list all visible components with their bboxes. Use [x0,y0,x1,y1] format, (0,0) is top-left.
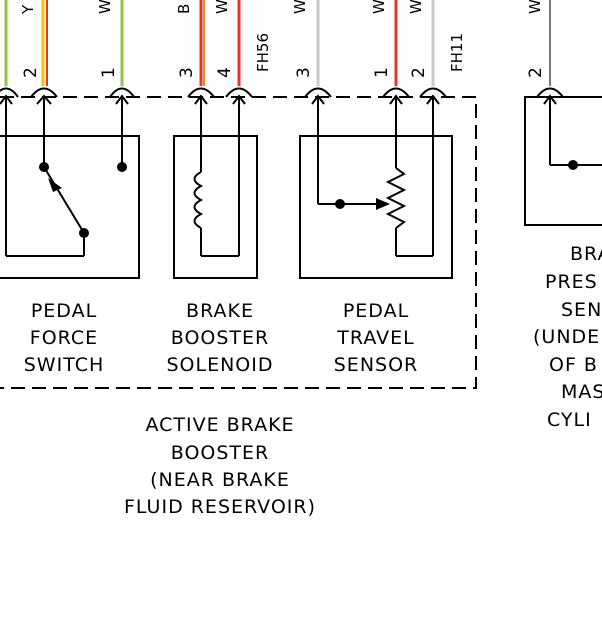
pedal-travel-sensor-symbol [299,97,453,279]
svg-text:FORCE: FORCE [30,327,98,349]
wire-labels: Y W B W FH56 W W W FH11 W [19,0,544,72]
svg-text:BRA: BRA [570,243,602,265]
svg-text:PRES: PRES [545,271,598,293]
wire-label-6: W [291,0,309,14]
svg-text:TRAVEL: TRAVEL [336,327,414,349]
svg-text:ACTIVE BRAKE: ACTIVE BRAKE [145,414,294,436]
svg-text:OF B: OF B [549,354,598,376]
resistor-icon [385,167,407,229]
brake-pressure-sensor-symbol [524,96,602,226]
svg-text:SEN: SEN [561,299,602,321]
svg-text:FLUID RESERVOIR): FLUID RESERVOIR) [124,496,316,518]
pressure-sensor-box [524,96,602,226]
svg-text:SWITCH: SWITCH [24,354,105,376]
terminal-arrow [115,94,129,105]
terminal-arch [30,87,58,98]
terminal-arch [0,87,19,98]
brake-booster-solenoid-label: BRAKE BOOSTER SOLENOID [166,300,273,376]
wire-label-8: W [407,0,425,14]
svg-text:(UNDE: (UNDE [533,326,600,348]
coil-icon [193,171,204,229]
wiper-arrow-icon [376,198,390,210]
svg-text:PEDAL: PEDAL [31,300,97,322]
wire-label-1: Y [19,4,37,15]
svg-text:(NEAR BRAKE: (NEAR BRAKE [150,469,290,491]
terminal-arch [187,87,215,98]
pin-number-1: 2 [21,67,41,78]
pedal-force-switch-box [0,135,140,279]
svg-text:PEDAL: PEDAL [343,300,409,322]
pin-number-6: 1 [372,67,392,78]
pin-number-4: 4 [215,67,235,78]
pressure-junction [568,160,578,170]
travel-sensor-box [299,135,453,279]
wire-stubs [4,0,551,86]
svg-text:BOOSTER: BOOSTER [171,327,269,349]
terminal-arch [109,87,135,98]
terminal-arch [225,87,253,98]
terminal-arrow [389,94,403,105]
terminal-arch [304,87,332,98]
svg-text:SOLENOID: SOLENOID [166,354,273,376]
terminal-arch [382,87,410,98]
wire-label-4: W [213,0,231,14]
wire-label-10: W [526,0,544,14]
wire-label-3: B [175,4,193,14]
wire-label-9: FH11 [448,33,466,72]
pedal-travel-sensor-label: PEDAL TRAVEL SENSOR [334,300,419,376]
pedal-force-switch-symbol [0,97,140,279]
svg-text:CYLI: CYLI [547,409,592,431]
pin-number-2: 1 [99,67,119,78]
brake-pressure-sensor-label: BRA PRES SEN (UNDE OF B MAS CYLI [533,243,602,431]
solenoid-box [173,135,258,279]
terminal-arch [536,87,564,98]
svg-text:SENSOR: SENSOR [334,354,419,376]
switch-contact [79,228,89,238]
wire-label-7: W [370,0,388,14]
connector-terminals [0,87,564,105]
switch-arrow-icon [48,178,62,192]
pin-numbers: 2 1 3 4 3 1 2 2 [21,67,546,78]
active-brake-booster-label: ACTIVE BRAKE BOOSTER (NEAR BRAKE FLUID R… [124,414,316,518]
switch-contact [39,162,49,172]
svg-text:BRAKE: BRAKE [186,300,254,322]
pin-number-5: 3 [294,67,314,78]
brake-booster-solenoid-symbol [173,97,258,279]
wire-label-5: FH56 [254,33,272,72]
svg-text:BOOSTER: BOOSTER [171,442,269,464]
wire-label-2: W [96,0,114,14]
pedal-force-switch-label: PEDAL FORCE SWITCH [24,300,105,376]
svg-text:MAS: MAS [561,381,602,403]
switch-contact [117,162,127,172]
pin-number-3: 3 [177,67,197,78]
terminal-arch [419,87,447,98]
sensor-junction [335,199,345,209]
pin-number-8: 2 [526,67,546,78]
pin-number-7: 2 [409,67,429,78]
switch-blade [43,166,85,234]
